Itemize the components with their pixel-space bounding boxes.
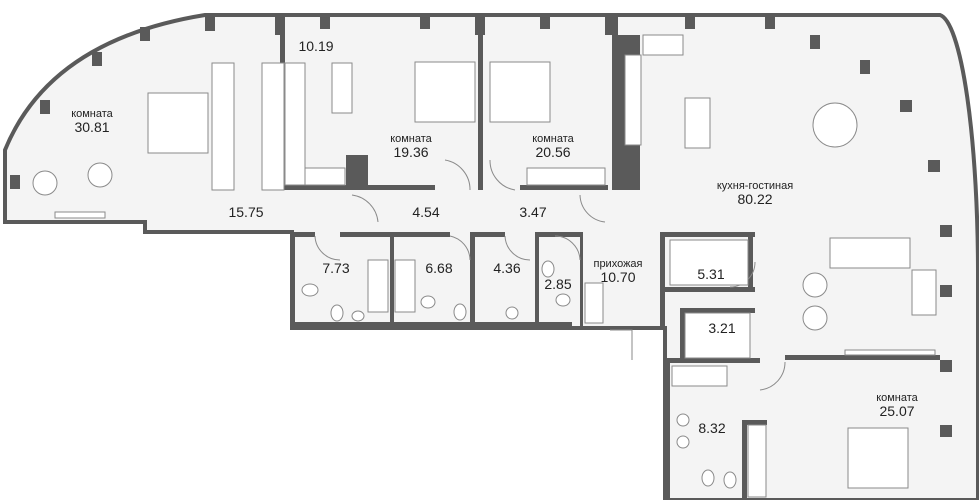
bathtub-icon [394, 259, 416, 313]
bathtub-icon [671, 365, 728, 387]
door-icon [554, 235, 581, 261]
room-label-8-32: 8.32 [698, 420, 726, 436]
door-icon [579, 194, 606, 223]
armchair-icon [87, 162, 113, 188]
door-icon [444, 159, 471, 191]
bed-icon [847, 427, 909, 489]
door-icon [489, 159, 516, 191]
sink-icon [676, 435, 690, 449]
door-icon [351, 194, 379, 223]
room-label-5-31: 5.31 [697, 266, 725, 282]
toilet-icon [330, 304, 344, 322]
dining-table-icon [812, 102, 858, 148]
wardrobes [211, 62, 767, 498]
armchair-icon [802, 272, 828, 298]
door-icon [314, 235, 341, 261]
wardrobe-icon [211, 62, 235, 191]
bath-fixtures [301, 259, 737, 489]
room-label-10-70: прихожая 10.70 [593, 258, 643, 286]
wardrobe-icon [684, 312, 751, 359]
toilet-icon [453, 303, 467, 321]
room-label-4-36: 4.36 [493, 260, 521, 276]
room-label-3-21: 3.21 [708, 320, 736, 336]
sofa-icon [829, 237, 911, 269]
sink-icon [676, 413, 690, 427]
bed-icon [147, 92, 209, 154]
sofa-icon [911, 269, 937, 316]
room-label-20-56: комната 20.56 [532, 133, 574, 161]
armchair-icon [32, 170, 58, 196]
wardrobe-icon [284, 62, 306, 186]
wardrobe-icon [261, 62, 285, 191]
toilet-icon [541, 260, 555, 278]
armchair-icon [802, 305, 828, 331]
sink-icon [420, 295, 436, 309]
kitchen-unit-icon [642, 34, 684, 56]
room-label-6-68: 6.68 [425, 260, 453, 276]
floor-area [3, 13, 979, 500]
door-icon [610, 329, 633, 360]
door-icon [449, 235, 471, 261]
room-label-15-75: 15.75 [228, 204, 264, 220]
sink-icon [505, 306, 519, 320]
beds [147, 61, 909, 489]
room-label-4-54: 4.54 [412, 204, 440, 220]
kitchen-unit-icon [624, 54, 642, 146]
wardrobe-icon [747, 424, 767, 498]
wardrobe-icon [526, 167, 606, 186]
wardrobe-icon [584, 282, 604, 324]
room-label-10-19: 10.19 [298, 38, 334, 54]
door-icon [759, 361, 786, 391]
bathtub-icon [367, 259, 389, 313]
bed-icon [414, 61, 476, 123]
toilet-icon [723, 471, 737, 489]
wardrobe-icon [304, 167, 346, 186]
living-furniture [32, 34, 937, 356]
bed-icon [489, 61, 551, 123]
toilet-icon [301, 283, 319, 297]
room-label-25-07: комната 25.07 [876, 392, 918, 420]
room-label-80-22: кухня-гостиная 80.22 [716, 180, 794, 208]
room-label-3-47: 3.47 [519, 204, 547, 220]
sink-icon [351, 310, 365, 322]
toilet-icon [701, 469, 715, 487]
door-icon [504, 235, 531, 261]
room-label-2-85: 2.85 [544, 276, 572, 292]
room-label-30-81: комната 30.81 [71, 108, 113, 136]
wardrobe-icon [669, 239, 749, 286]
wardrobe-icon [331, 62, 353, 114]
sink-icon [555, 293, 571, 307]
dining-table-icon [684, 97, 711, 149]
room-label-7-73: 7.73 [322, 260, 350, 276]
room-label-19-36: комната 19.36 [390, 133, 432, 161]
